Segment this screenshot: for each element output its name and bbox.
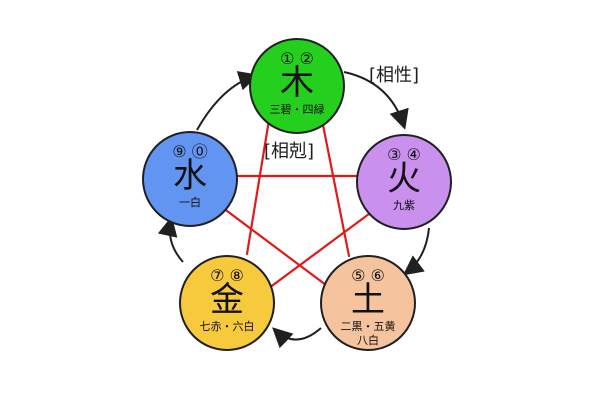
water-subtext: 一白 (179, 196, 201, 209)
fire-node: ③ ④ 火 九紫 (356, 134, 452, 230)
earth-numbers: ⑤ ⑥ (351, 266, 385, 285)
metal-node: ⑦ ⑧ 金 七赤・六白 (179, 255, 275, 351)
cycle-arrows (157, 71, 430, 349)
fire-numbers: ③ ④ (387, 145, 421, 164)
water-numbers: ⑨ ⓪ (172, 142, 208, 161)
metal-subtext: 七赤・六白 (199, 320, 255, 333)
fire-character: 火 (387, 159, 421, 199)
earth-subtext-2: 八白 (357, 334, 379, 347)
water-node: ⑨ ⓪ 水 一白 (142, 131, 238, 227)
metal-character: 金 (210, 280, 244, 320)
overcoming-star-lines (221, 118, 379, 293)
wood-to-fire-arrow (343, 71, 409, 130)
wood-numbers: ① ② (280, 49, 314, 68)
earth-subtext: 二黒・五黄 (340, 320, 396, 333)
wood-to-earth-line (320, 118, 351, 258)
fire-subtext: 九紫 (393, 199, 415, 212)
generating-label: [相性] (369, 65, 420, 86)
metal-to-water-arrow (157, 216, 184, 263)
earth-character: 土 (351, 280, 385, 320)
wood-character: 木 (280, 63, 314, 103)
earth-to-metal-arrow (272, 327, 322, 349)
wood-node: ① ② 木 三碧・四緑 (249, 38, 345, 134)
wood-subtext: 三碧・四緑 (269, 103, 325, 116)
wood-to-metal-line (245, 118, 271, 256)
fire-to-earth-arrow (402, 227, 430, 276)
fire-to-metal-line (263, 206, 379, 293)
earth-node: ⑤ ⑥ 土 二黒・五黄 八白 (320, 255, 416, 351)
water-character: 水 (173, 156, 207, 196)
overcoming-label: [相剋] (264, 141, 315, 162)
water-to-wood-arrow (196, 71, 259, 131)
water-to-earth-line (221, 206, 332, 290)
metal-numbers: ⑦ ⑧ (210, 266, 244, 285)
